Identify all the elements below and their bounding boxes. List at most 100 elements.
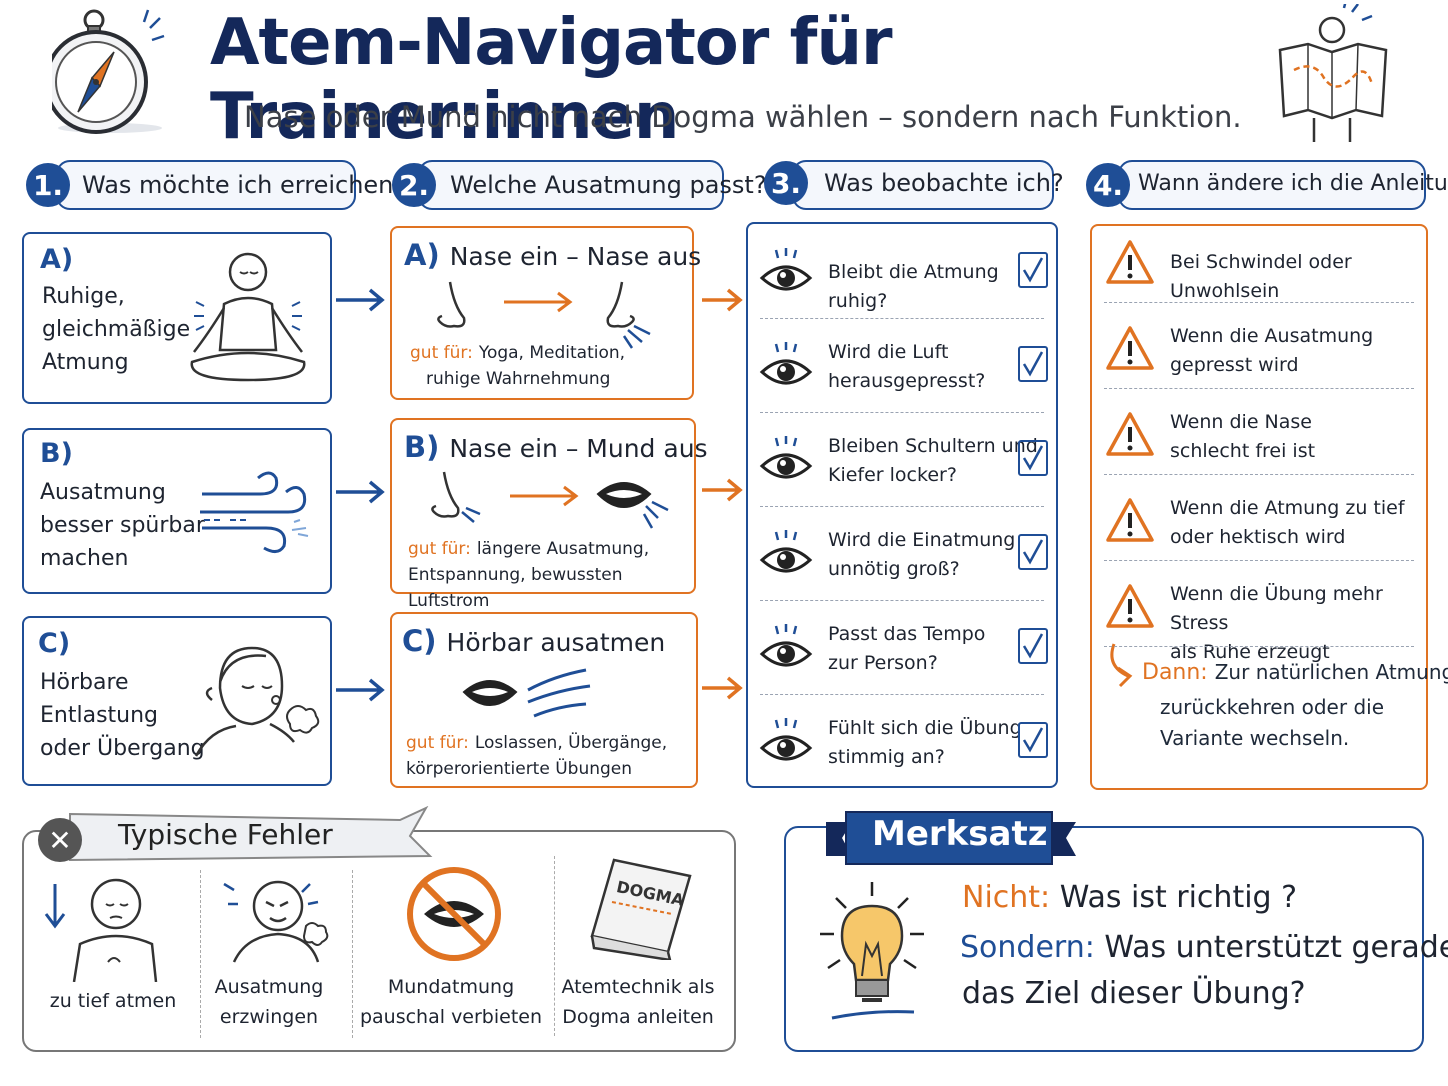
nose-icon — [598, 280, 658, 354]
divider — [352, 870, 353, 1038]
step-label-3: Was beobachte ich? — [824, 169, 1064, 197]
divider — [760, 694, 1044, 695]
goal-letter-b: B) — [40, 438, 73, 469]
divider — [760, 412, 1044, 413]
warning-row: Wenn die Atmung zu tief oder hektisch wi… — [1092, 488, 1426, 574]
arrow-icon — [700, 476, 746, 508]
warning-icon — [1104, 324, 1156, 378]
error-item-3: Mundatmung pauschal verbieten — [356, 856, 546, 1046]
dogma-book-icon — [584, 856, 694, 964]
eye-icon — [758, 528, 814, 582]
observation-row: Bleibt die Atmung ruhig? — [748, 228, 1056, 322]
observation-row: Bleiben Schultern und Kiefer locker? — [748, 416, 1056, 510]
divider — [554, 856, 555, 1036]
variant-good-for-a: gut für:Yoga, Meditation,ruhige Wahrnehm… — [410, 343, 626, 389]
eye-icon — [758, 622, 814, 676]
nose-icon — [432, 280, 472, 338]
divider — [760, 600, 1044, 601]
merksatz-title: Merksatz — [872, 814, 1048, 854]
arrow-icon — [508, 484, 582, 512]
warning-icon — [1104, 582, 1156, 636]
step-label-2: Welche Ausatmung passt? — [450, 171, 767, 199]
goal-text-a: Ruhige, gleichmäßige Atmung — [42, 284, 191, 375]
arrow-icon — [502, 290, 576, 318]
straining-face-icon — [222, 872, 342, 986]
then-line: Dann: Zur natürlichen Atmung — [1142, 660, 1448, 685]
step-number-2: 2. — [392, 163, 436, 207]
warning-icon — [1104, 238, 1156, 292]
observation-row: Wird die Einatmung unnötig groß? — [748, 510, 1056, 604]
step-label-4: Wann ändere ich die Anleitung? — [1138, 171, 1448, 196]
warning-text: Bei Schwindel oder Unwohlsein — [1170, 251, 1352, 302]
warning-panel: Dann: Zur natürlichen Atmung zurückkehre… — [1090, 224, 1448, 790]
checkbox-icon — [1018, 440, 1048, 476]
wind-icon — [196, 470, 316, 560]
observation-text: Bleiben Schultern und Kiefer locker? — [828, 435, 1038, 486]
variant-card-a: A)Nase ein – Nase aus gut für:Yoga, Medi… — [390, 226, 701, 400]
observation-text: Wird die Einatmung unnötig groß? — [828, 529, 1016, 580]
arrow-icon — [334, 478, 388, 510]
lightbulb-icon — [810, 876, 940, 1030]
observation-row: Fühlt sich die Übung stimmig an? — [748, 698, 1056, 792]
eye-icon — [758, 716, 814, 770]
then-text: zurückkehren oder die Variante wechseln. — [1160, 695, 1384, 750]
checkbox-icon — [1018, 722, 1048, 758]
arrow-icon — [334, 676, 388, 708]
prohibited-mouth-icon — [404, 864, 504, 968]
error-item-4: DOGMA Atemtechnik als Dogma anleiten — [558, 856, 728, 1046]
breathing-person-icon — [68, 872, 158, 986]
variant-card-b: B)Nase ein – Mund aus gut für:längere Au… — [390, 418, 708, 611]
variant-title-a: A)Nase ein – Nase aus — [404, 238, 702, 272]
observation-text: Fühlt sich die Übung stimmig an? — [828, 717, 1022, 768]
checkbox-icon — [1018, 534, 1048, 570]
mouth-icon — [462, 672, 522, 720]
arrow-icon — [700, 674, 746, 706]
checkbox-icon — [1018, 252, 1048, 288]
observation-row: Passt das Tempo zur Person? — [748, 604, 1056, 698]
page-subtitle: Nase oder Mund nicht nach Dogma wählen –… — [244, 100, 1242, 134]
step-number-4: 4. — [1086, 163, 1130, 207]
observation-text: Wird die Luft herausgepresst? — [828, 341, 986, 392]
checkbox-icon — [1018, 346, 1048, 382]
step-number-1: 1. — [26, 163, 70, 207]
merksatz-not: Nicht: Was ist richtig ? — [962, 880, 1298, 915]
warning-icon — [1104, 410, 1156, 464]
variant-good-for-c: gut für:Loslassen, Übergänge,körperorien… — [406, 733, 668, 779]
meditation-person-icon — [184, 244, 314, 398]
error-label-4: Atemtechnik als Dogma anleiten — [561, 976, 715, 1028]
close-icon: ✕ — [38, 818, 82, 862]
arrow-icon — [700, 286, 746, 318]
observation-text: Passt das Tempo zur Person? — [828, 623, 986, 674]
checkbox-icon — [1018, 628, 1048, 664]
observation-text: Bleibt die Atmung ruhig? — [828, 261, 999, 312]
map-reader-icon — [1274, 0, 1394, 144]
goal-letter-c: C) — [38, 628, 71, 659]
error-label-2: Ausatmung erzwingen — [214, 976, 324, 1028]
warning-text: Wenn die Atmung zu tief oder hektisch wi… — [1170, 497, 1405, 548]
variant-title-c: C)Hörbar ausatmen — [402, 624, 666, 658]
sound-waves-icon — [524, 666, 594, 726]
merksatz-banner — [822, 804, 1082, 872]
divider — [760, 506, 1044, 507]
divider — [200, 870, 201, 1038]
goal-card-a: A) Ruhige, gleichmäßige Atmung — [22, 232, 332, 404]
warning-text: Wenn die Übung mehr Stress als Ruhe erze… — [1170, 583, 1383, 663]
warning-row: Wenn die Ausatmung gepresst wird — [1092, 316, 1426, 402]
mouth-icon — [596, 472, 676, 542]
goal-text-b: Ausatmung besser spürbar machen — [40, 480, 205, 571]
divider — [1104, 302, 1414, 303]
merksatz-but-cont: das Ziel dieser Übung? — [962, 976, 1306, 1011]
error-item-1: zu tief atmen — [30, 866, 196, 1046]
eye-icon — [758, 434, 814, 488]
return-arrow-icon — [1104, 642, 1140, 692]
warning-icon — [1104, 496, 1156, 550]
compass-icon — [44, 8, 168, 134]
variant-card-c: C)Hörbar ausatmen gut für:Loslassen, Übe… — [390, 612, 698, 788]
divider — [1104, 474, 1414, 475]
divider — [1104, 560, 1414, 561]
variant-title-b: B)Nase ein – Mund aus — [404, 430, 708, 464]
error-item-2: Ausatmung erzwingen — [204, 866, 352, 1046]
goal-card-c: C) Hörbare Entlastung oder Übergang — [22, 616, 332, 786]
sighing-face-icon — [190, 638, 320, 762]
divider — [1104, 646, 1414, 647]
